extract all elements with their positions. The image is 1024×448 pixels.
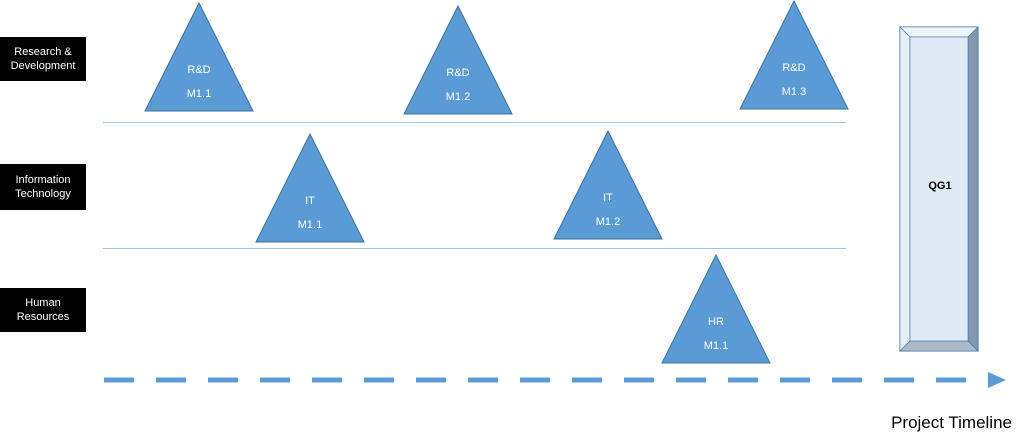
milestone-dept: IT <box>603 192 613 204</box>
milestone-code: M1.1 <box>297 219 323 231</box>
quality-gate-label: QG1 <box>928 180 952 192</box>
milestone-dept: R&D <box>187 64 211 76</box>
milestone-dept: R&D <box>446 67 470 79</box>
milestone-dept: IT <box>305 195 315 207</box>
lane-label-information-technology: Information Technology <box>0 164 86 210</box>
milestone-code: M1.1 <box>186 88 212 100</box>
milestone-dept: R&D <box>782 62 806 74</box>
milestone-code: M1.1 <box>703 340 729 352</box>
milestone-it-m1-2: IT M1.2 <box>553 130 663 240</box>
milestone-rnd-m1-2: R&D M1.2 <box>403 5 513 115</box>
quality-gate-box <box>899 26 979 352</box>
milestone-code: M1.2 <box>595 216 621 228</box>
lane-label-research-development: Research & Development <box>0 37 86 81</box>
milestone-rnd-m1-1: R&D M1.1 <box>144 2 254 112</box>
milestone-hr-m1-1: HR M1.1 <box>661 254 771 364</box>
lane-label-human-resources: Human Resources <box>0 288 86 332</box>
milestone-rnd-m1-3: R&D M1.3 <box>739 0 849 110</box>
timeline-arrow-head <box>988 372 1006 388</box>
milestone-dept: HR <box>708 316 724 328</box>
milestone-code: M1.2 <box>445 91 471 103</box>
milestone-it-m1-1: IT M1.1 <box>255 133 365 243</box>
timeline-label: Project Timeline <box>891 413 1012 432</box>
milestone-code: M1.3 <box>781 86 807 98</box>
